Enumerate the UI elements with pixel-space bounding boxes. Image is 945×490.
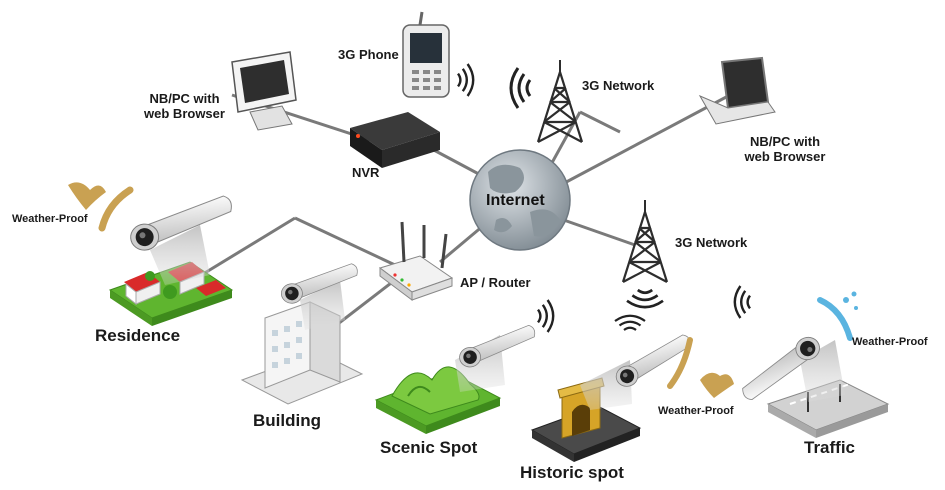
cable-internet-pc-right xyxy=(554,93,731,190)
label-pc-left-line1: NB/PC with xyxy=(149,91,220,106)
signal-wave-icon xyxy=(733,284,752,320)
camera-view-cone xyxy=(150,225,210,285)
phone-icon xyxy=(402,11,450,98)
cable-internet-tower-mid xyxy=(557,216,636,247)
label-3g-network-top: 3G Network xyxy=(582,78,655,93)
tower-icon xyxy=(536,58,584,144)
label-traffic: Traffic xyxy=(804,438,856,457)
weather-splash-icon xyxy=(667,337,734,398)
cables xyxy=(184,93,731,332)
globe-icon xyxy=(469,149,571,251)
label-weather-proof-left: Weather-Proof xyxy=(12,213,88,225)
label-historic-spot: Historic spot xyxy=(520,463,624,482)
signal-wave-icon xyxy=(509,66,532,110)
label-internet: Internet xyxy=(486,192,545,209)
nvr-icon xyxy=(350,112,440,168)
label-pc-right: NB/PC with web Browser xyxy=(730,134,840,165)
cable-router-building xyxy=(329,278,396,332)
label-ap-router: AP / Router xyxy=(460,275,531,290)
signal-wave-icon xyxy=(625,288,665,309)
building-icon xyxy=(240,301,364,405)
cable-tower-top-branch xyxy=(579,110,621,134)
label-3g-phone: 3G Phone xyxy=(338,47,399,62)
label-pc-left-line2: web Browser xyxy=(144,105,225,121)
label-3g-network-mid: 3G Network xyxy=(675,235,748,250)
label-pc-right-line2: web Browser xyxy=(744,148,826,164)
laptop-icon xyxy=(698,56,776,125)
camera-view-cone xyxy=(300,280,345,330)
weather-splash-icon xyxy=(68,182,134,232)
cable-router-wall xyxy=(294,216,396,267)
label-scenic-spot: Scenic Spot xyxy=(380,438,478,457)
weather-splash-icon xyxy=(817,291,858,341)
signal-wave-icon xyxy=(613,314,647,332)
label-weather-proof-traffic: Weather-Proof xyxy=(852,336,928,348)
label-pc-left: NB/PC with web Browser xyxy=(137,91,232,122)
tower-icon xyxy=(621,198,669,284)
label-nvr: NVR xyxy=(352,165,380,180)
signal-wave-icon xyxy=(456,62,475,98)
router-icon xyxy=(378,221,454,301)
signal-wave-icon xyxy=(536,298,555,334)
label-building: Building xyxy=(253,411,321,430)
label-pc-right-line1: NB/PC with xyxy=(749,134,821,149)
monitor-icon xyxy=(231,51,297,131)
label-residence: Residence xyxy=(95,326,181,345)
label-weather-proof-historic: Weather-Proof xyxy=(658,405,734,417)
